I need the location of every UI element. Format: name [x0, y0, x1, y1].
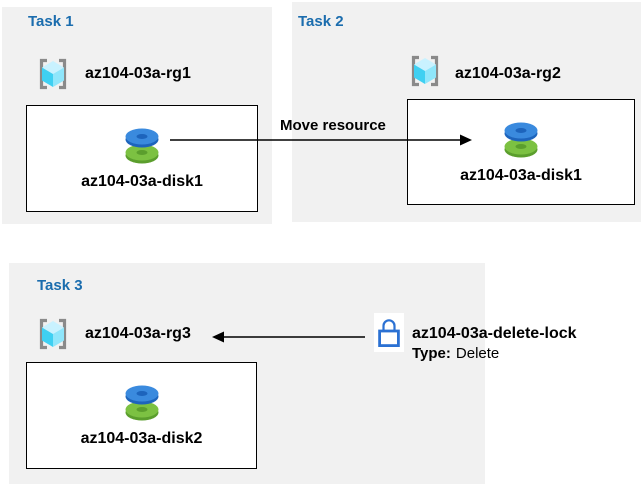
- task-1-title: Task 1: [28, 13, 74, 30]
- task-2-title: Task 2: [298, 13, 344, 30]
- disk-icon: [125, 385, 158, 421]
- disk-icon: [125, 128, 159, 164]
- task-2-panel: Task 2 az104-03a-rg2 az104-03a-disk1: [292, 2, 641, 222]
- resource-box: az104-03a-disk1: [407, 99, 635, 205]
- lock-type: Type:Delete: [412, 345, 577, 364]
- task-3-panel: Task 3 az104-03a-rg3 az104-03a-disk2: [9, 263, 485, 484]
- lock-annotation: az104-03a-delete-lock Type:Delete: [412, 324, 577, 364]
- lock-type-value: Delete: [455, 345, 500, 362]
- disk-icon: [504, 122, 538, 157]
- resource-group-label: az104-03a-rg1: [85, 65, 191, 82]
- resource-group-icon: [39, 58, 67, 90]
- resource-group-icon: [411, 55, 439, 87]
- move-resource-label: Move resource: [280, 117, 386, 134]
- delete-lock-tile: [374, 313, 404, 352]
- resource-group-label: az104-03a-rg2: [455, 65, 561, 82]
- lock-type-label: Type:: [412, 345, 451, 362]
- resource-box: az104-03a-disk2: [26, 362, 257, 469]
- lock-icon: [378, 319, 400, 348]
- task-3-title: Task 3: [37, 277, 83, 294]
- lock-name: az104-03a-delete-lock: [412, 325, 577, 342]
- move-resource-arrow: [170, 134, 472, 146]
- lock-arrow: [212, 331, 365, 343]
- disk-label: az104-03a-disk1: [81, 173, 203, 190]
- disk-label: az104-03a-disk2: [80, 430, 203, 447]
- resource-box: az104-03a-disk1: [26, 105, 258, 212]
- resource-group-icon: [39, 318, 67, 350]
- disk-label: az104-03a-disk1: [460, 166, 582, 184]
- resource-group-label: az104-03a-rg3: [85, 325, 191, 342]
- task-1-panel: Task 1 az104-03a-rg1 az104-03a-disk1: [2, 7, 272, 224]
